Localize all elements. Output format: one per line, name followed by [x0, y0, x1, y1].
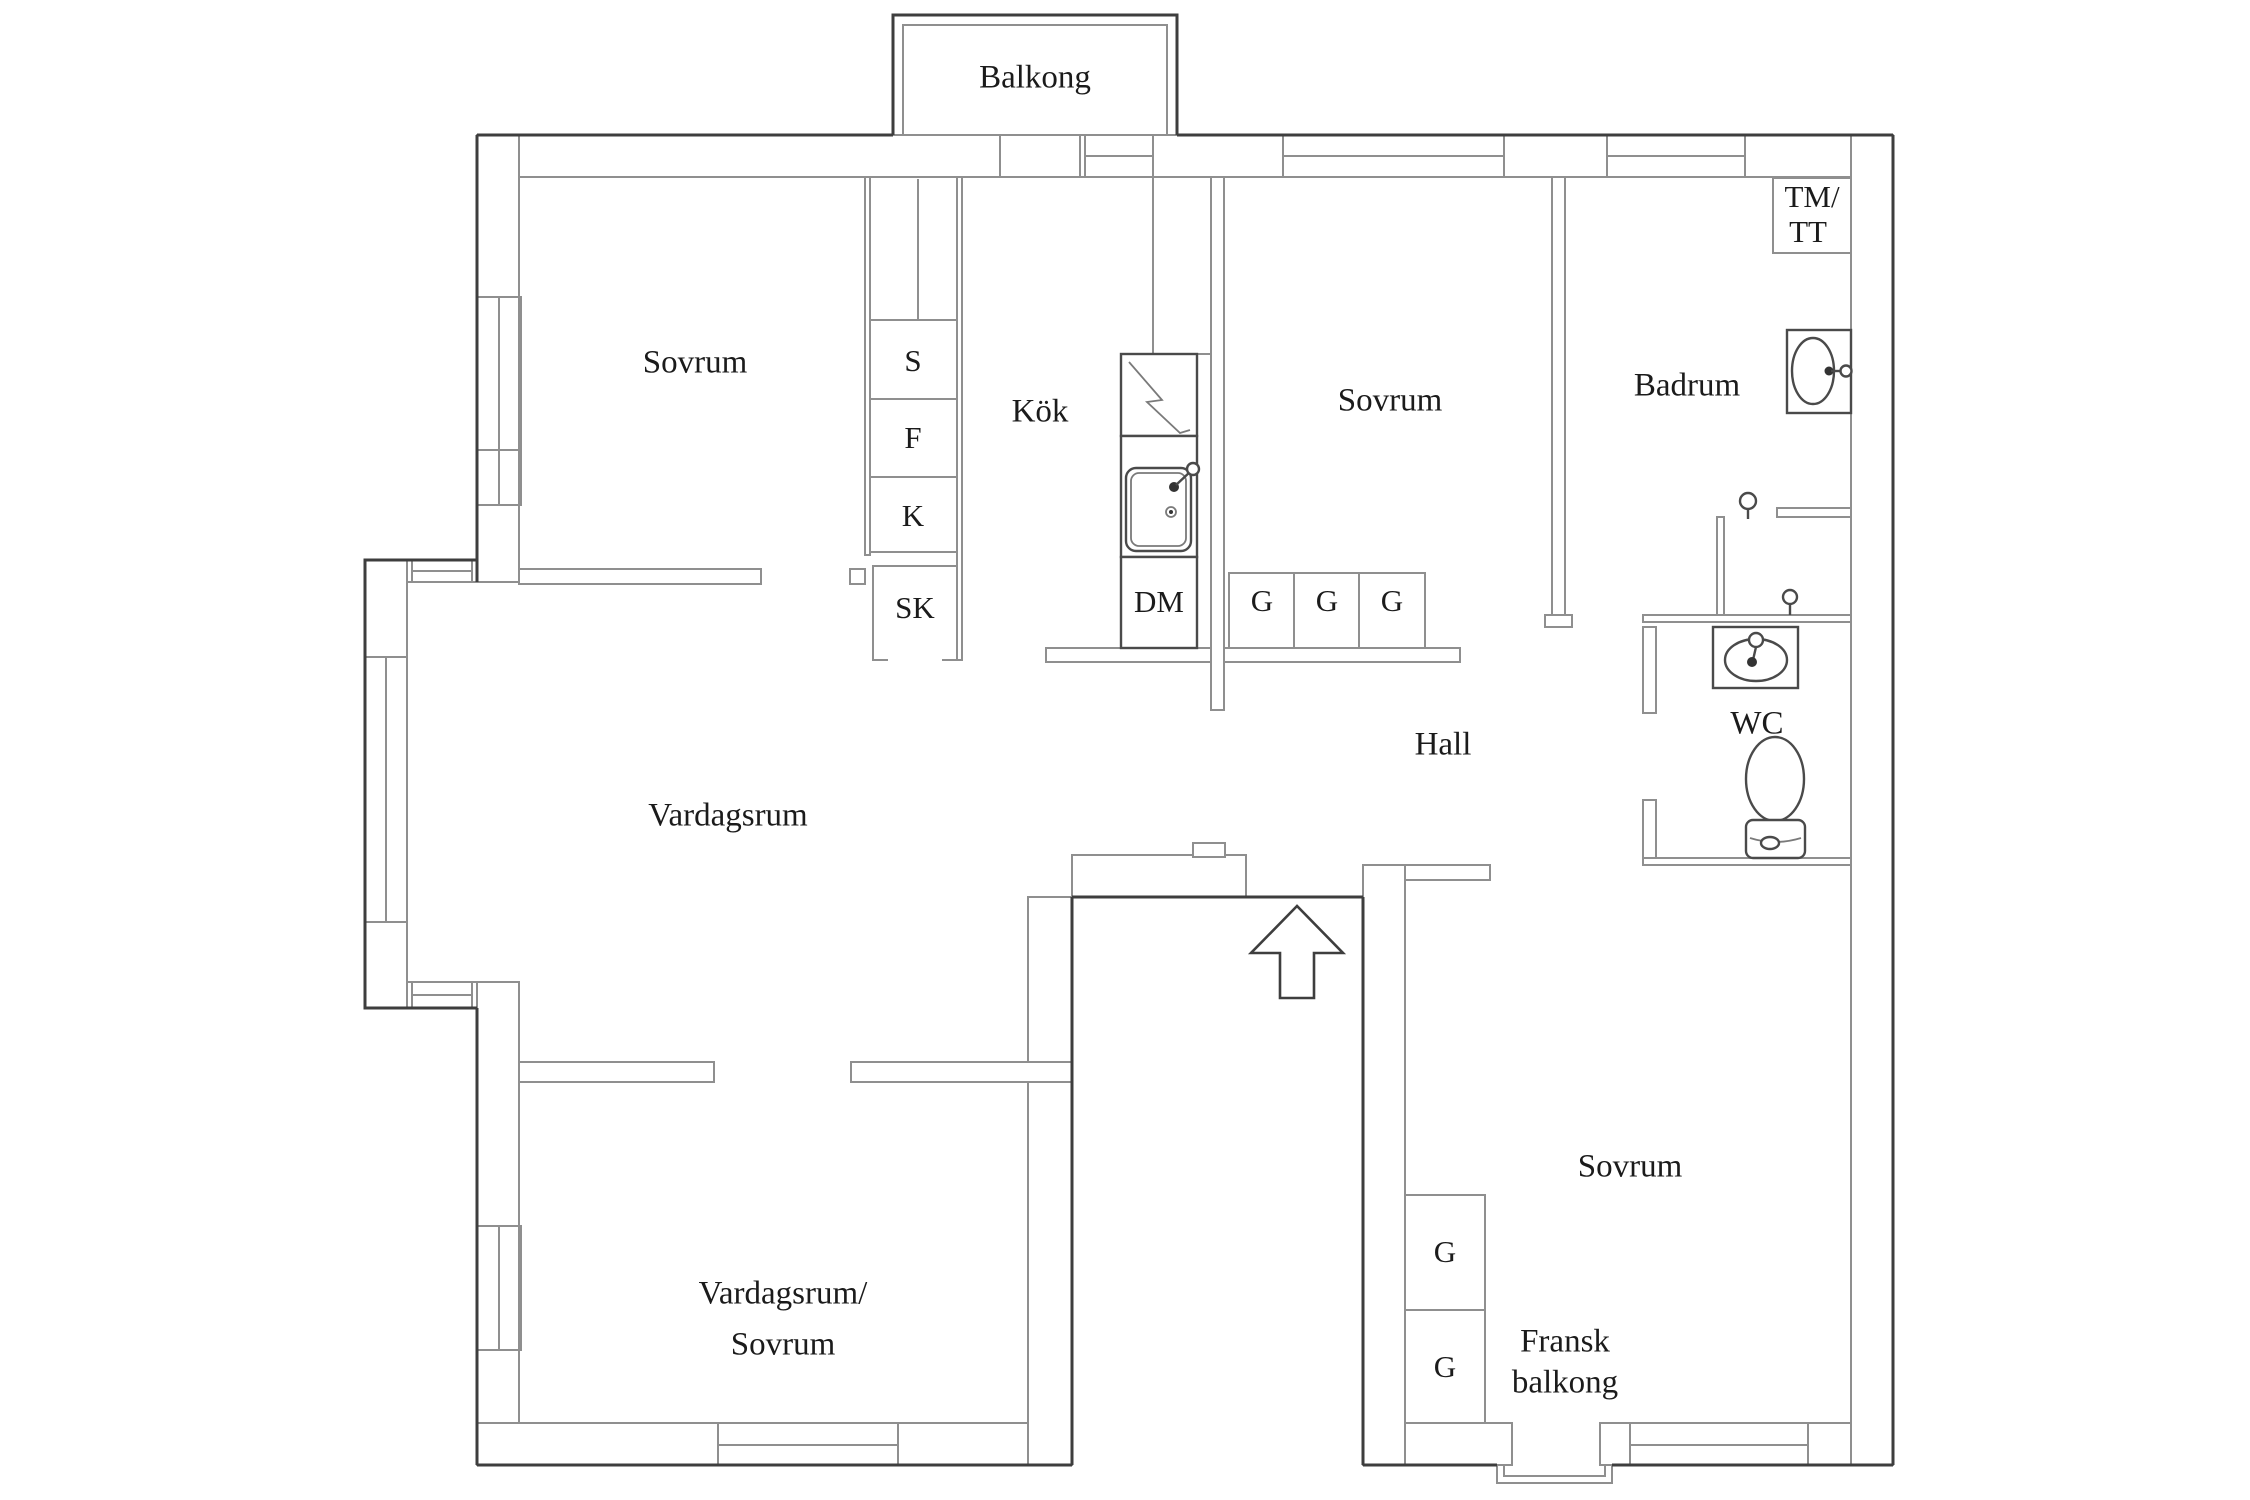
- closet-label-f: F: [904, 420, 921, 455]
- windows: [365, 134, 1809, 1484]
- room-label-bedroom-top-left: Sovrum: [643, 345, 748, 381]
- wardrobe-label-g5: G: [1434, 1349, 1456, 1384]
- room-label-living-bedroom-line2: Sovrum: [731, 1327, 836, 1363]
- wardrobe-label-g2: G: [1316, 583, 1338, 618]
- closet-label-k: K: [902, 498, 925, 533]
- room-label-living-room: Vardagsrum: [648, 798, 808, 834]
- washer-label-line2: TT: [1789, 214, 1827, 249]
- room-label-living-bedroom-line1: Vardagsrum/: [699, 1276, 868, 1312]
- dishwasher-box: [1119, 555, 1199, 650]
- room-label-bedroom-top-middle: Sovrum: [1338, 383, 1443, 419]
- closet-label-s: S: [904, 343, 921, 378]
- bathroom-sink-icon: [1785, 328, 1853, 415]
- room-label-bathroom: Badrum: [1634, 368, 1741, 404]
- room-label-hall: Hall: [1415, 727, 1472, 763]
- door-handle-icons: [1738, 491, 1799, 615]
- bedroom2-wardrobes: [1228, 572, 1426, 649]
- wardrobe-label-g1: G: [1251, 583, 1273, 618]
- washer-dryer-box: [1772, 177, 1852, 254]
- stove-lightning-icon: [1128, 361, 1191, 435]
- outer-outline: [363, 133, 1895, 1467]
- wardrobe-label-g3: G: [1381, 583, 1403, 618]
- kitchen-sink-icon: [1124, 461, 1201, 553]
- room-label-kitchen: Kök: [1012, 394, 1069, 430]
- closet-label-sk: SK: [895, 590, 935, 625]
- bedroom3-wardrobes: [1404, 1194, 1486, 1424]
- room-label-bedroom-bottom-right: Sovrum: [1578, 1149, 1683, 1185]
- room-label-balcony: Balkong: [979, 60, 1091, 96]
- wc-sink-icon: [1711, 625, 1800, 690]
- wardrobe-label-g4: G: [1434, 1234, 1456, 1269]
- interior-walls: [518, 176, 1852, 1083]
- washer-label-line1: TM/: [1784, 179, 1840, 214]
- french-balcony-door: [1496, 1420, 1613, 1484]
- appliance-label-dm: DM: [1134, 584, 1184, 619]
- room-label-french-balcony-line1: Fransk: [1520, 1324, 1610, 1360]
- outer-walls: [364, 134, 1894, 1466]
- kitchen-counter: [1119, 352, 1201, 650]
- balcony-structure: [891, 13, 1179, 135]
- room-label-wc: WC: [1730, 706, 1783, 742]
- toilet-icon: [1744, 735, 1807, 860]
- room-label-french-balcony-line2: balkong: [1512, 1365, 1618, 1401]
- entry-arrow-icon: [1247, 904, 1347, 1000]
